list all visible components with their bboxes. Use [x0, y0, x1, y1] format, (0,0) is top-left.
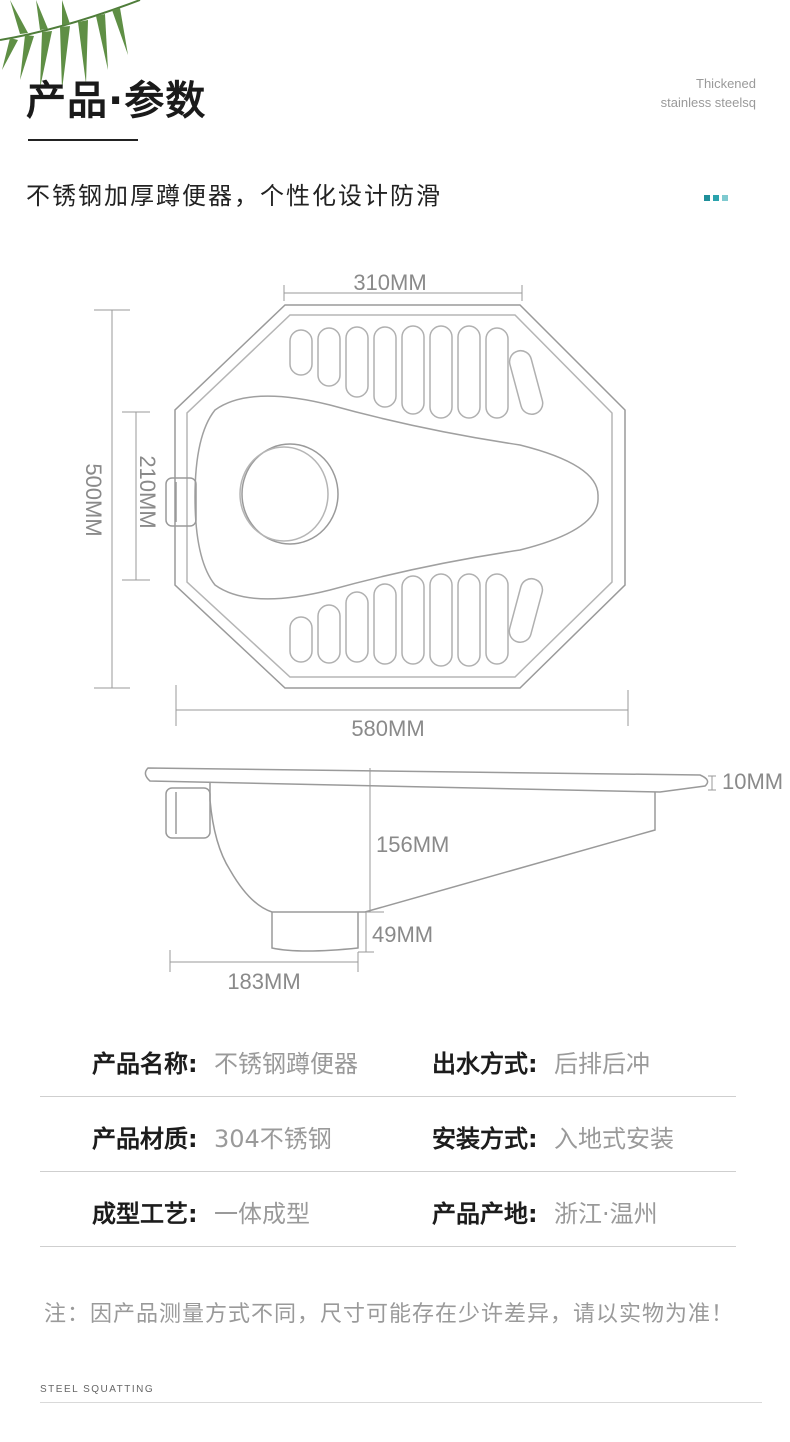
- accent-dots: [704, 186, 736, 201]
- accent-dot: [713, 195, 719, 201]
- dim-total-length: 500MM: [81, 463, 106, 536]
- accent-dot: [704, 195, 710, 201]
- footer-label: STEEL SQUATTING: [40, 1384, 155, 1395]
- dim-outlet-height: 49MM: [372, 922, 433, 947]
- tagline-line-1: Thickened: [696, 76, 756, 91]
- spec-value: 浙江·温州: [554, 1200, 658, 1228]
- tagline-line-2: stainless steelsq: [660, 95, 756, 110]
- tagline: Thickened stainless steelsq: [661, 74, 756, 112]
- spec-key: 产品名称:: [92, 1050, 198, 1078]
- spec-value: 后排后冲: [554, 1050, 650, 1078]
- product-subtitle: 不锈钢加厚蹲便器，个性化设计防滑: [26, 182, 442, 210]
- dim-outlet-offset: 183MM: [227, 969, 300, 994]
- page-title: 产品·参数: [26, 78, 207, 124]
- spec-row: 产品材质: 304不锈钢 安装方式: 入地式安装: [40, 1097, 736, 1172]
- spec-value: 304不锈钢: [214, 1125, 332, 1153]
- spec-key: 产品产地:: [432, 1200, 538, 1228]
- dim-depth: 156MM: [376, 832, 449, 857]
- spec-value: 一体成型: [214, 1200, 310, 1228]
- dim-top-width: 310MM: [353, 270, 426, 295]
- spec-value: 不锈钢蹲便器: [214, 1050, 358, 1078]
- measurement-note: 注：因产品测量方式不同，尺寸可能存在少许差异，请以实物为准！: [44, 1302, 735, 1327]
- top-view: [165, 304, 626, 689]
- spec-row: 成型工艺: 一体成型 产品产地: 浙江·温州: [40, 1172, 736, 1247]
- title-underline: [28, 139, 138, 141]
- spec-key: 产品材质:: [92, 1125, 198, 1153]
- dim-total-width: 580MM: [351, 716, 424, 741]
- leaf-decoration: [0, 0, 141, 90]
- spec-key: 安装方式:: [432, 1125, 538, 1153]
- dim-rim: 10MM: [722, 769, 783, 794]
- dim-inner-length: 210MM: [135, 455, 160, 528]
- spec-key: 出水方式:: [432, 1050, 538, 1078]
- side-view: [144, 767, 709, 952]
- spec-row: 产品名称: 不锈钢蹲便器 出水方式: 后排后冲: [40, 1022, 736, 1097]
- top-view-dimension-lines: [94, 285, 629, 726]
- dimension-diagram: 310MM 500MM 210MM 580MM 10MM 156MM 49MM …: [81, 270, 783, 994]
- side-view-dimension-lines: [169, 768, 716, 972]
- footer-divider: [40, 1402, 762, 1403]
- spec-key: 成型工艺:: [92, 1200, 198, 1228]
- accent-dot: [722, 195, 728, 201]
- spec-value: 入地式安装: [554, 1125, 674, 1153]
